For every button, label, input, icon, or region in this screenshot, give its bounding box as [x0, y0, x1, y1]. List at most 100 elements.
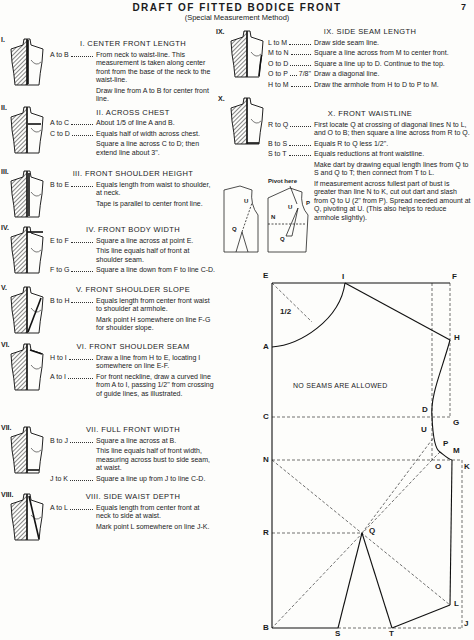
step-points: O to P [268, 70, 288, 79]
instruction-row: H to MDraw the armhole from H to D to P … [268, 81, 472, 90]
point-letter: U [288, 204, 292, 210]
instruction-note: Make dart by drawing equal length lines … [314, 161, 472, 178]
point-letter: E [263, 272, 268, 280]
instruction-note: This line equals half of front width, me… [96, 447, 216, 473]
point-letter: U [421, 426, 427, 434]
step-points: M to N [268, 49, 289, 58]
instruction-row: S to TEquals reductions at front waistli… [268, 150, 472, 159]
dot-leader [69, 359, 93, 360]
step-points: F to G [50, 266, 69, 275]
instruction-section: IV. FRONT BODY WIDTH E to F Square a line … [50, 226, 216, 277]
step-points: R to Q [268, 121, 288, 130]
section-heading: VIII. SIDE WAIST DEPTH [50, 493, 216, 502]
page-title: DRAFT OF FITTED BODICE FRONT [0, 2, 474, 13]
instruction-section: IX. SIDE SEAM LENGTHL to MDraw side seam… [268, 28, 472, 91]
point-letter: S [335, 630, 340, 638]
dot-leader [290, 75, 297, 76]
subtitle: (Special Measurement Method) [0, 14, 474, 22]
point-letter: C [263, 413, 269, 421]
dot-leader [70, 442, 93, 443]
point-letter: U [244, 198, 248, 204]
section-heading: I. CENTER FRONT LENGTH [50, 40, 216, 49]
instruction-note: This line equals half of front at should… [96, 247, 216, 264]
instruction-row: E to F Square a line across at point E. [50, 237, 216, 246]
instruction-section: X. FRONT WAISTLINER to QFirst locate Q a… [268, 110, 472, 224]
point-letter: Q [280, 236, 285, 242]
dot-leader [71, 124, 93, 125]
point-letter: Q [369, 527, 375, 535]
instruction-text: Square a line up to D. Continue to the t… [314, 60, 472, 69]
instruction-text: From neck to waist-line. This measuremen… [96, 51, 216, 85]
point-letter: D [422, 406, 428, 414]
instruction-text: Equals reductions at front waistline. [314, 150, 472, 159]
section-heading: II. ACROSS CHEST [50, 109, 216, 118]
dot-leader [71, 302, 93, 303]
instruction-row: F to G Square a line down from F to line … [50, 266, 216, 275]
instruction-row: B to SEquals R to Q less 1/2". [268, 140, 472, 149]
instruction-row: B to E Equals length from waist to should… [50, 181, 216, 198]
figure-number: V. [1, 284, 7, 291]
point-letter: F [452, 273, 457, 281]
dot-leader [289, 155, 311, 156]
dot-leader [71, 56, 93, 57]
instruction-row: A to LEquals length from center front at… [50, 504, 216, 521]
instruction-text: Square a line across at point E. [96, 237, 216, 246]
point-letter: R [263, 529, 269, 537]
point-letter: N [263, 456, 269, 464]
instruction-section: VIII. SIDE WAIST DEPTH A to LEquals lengt… [50, 493, 216, 533]
instruction-row: O to D Square a line up to D. Continue to… [268, 60, 472, 69]
step-points: E to F [50, 237, 69, 246]
section-heading: IV. FRONT BODY WIDTH [50, 226, 216, 235]
dot-leader [71, 271, 93, 272]
dot-leader [71, 242, 93, 243]
section-heading: X. FRONT WAISTLINE [268, 110, 472, 119]
instruction-section: III. FRONT SHOULDER HEIGHTB to EEquals l… [50, 170, 216, 210]
instruction-row: H to I Draw a line from H to E, locating … [50, 354, 216, 371]
instruction-section: VI. FRONT SHOULDER SEAMH to IDraw a line… [50, 343, 216, 400]
dot-leader [72, 135, 93, 136]
instruction-section: V. FRONT SHOULDER SLOPEB to HEquals leng… [50, 286, 216, 335]
instruction-text: For front neckline, draw a curved line f… [96, 373, 216, 399]
dot-leader [290, 126, 311, 127]
dot-leader [70, 480, 93, 481]
dot-leader [289, 44, 311, 45]
dot-leader [291, 54, 311, 55]
point-letter: H [454, 334, 460, 342]
point-letter: B [263, 624, 269, 632]
section-heading: IX. SIDE SEAM LENGTH [268, 28, 472, 37]
dot-leader [291, 86, 311, 87]
point-letter: P [443, 440, 448, 448]
instruction-row: J to KSquare a line up from J to line C-… [50, 475, 216, 484]
instruction-text: Draw a diagonal line. [314, 70, 472, 79]
figure-number: II. [1, 104, 7, 111]
point-letter: Q [232, 226, 237, 232]
instruction-note: Square a line across C to D; then extend… [96, 140, 216, 157]
instruction-text: Square a line down from F to line C-D. [96, 266, 216, 275]
point-letter: L [454, 600, 459, 608]
figure-number: IX. [216, 28, 225, 35]
section-heading: VII. FULL FRONT WIDTH [50, 426, 216, 435]
point-letter: T [389, 630, 394, 638]
instruction-note: Draw line from A to B for center front l… [96, 87, 216, 104]
step-points: H to I [50, 354, 67, 363]
instruction-text: Draw a line from H to E, locating I some… [96, 354, 216, 371]
figure-number: IV. [1, 224, 9, 231]
point-letter: A [263, 343, 269, 351]
instruction-section: II. ACROSS CHESTA to CAbout 1/5 of line … [50, 109, 216, 160]
step-points: O to D [268, 60, 288, 69]
instruction-section: VII. FULL FRONT WIDTHB to JSquare a line… [50, 426, 216, 485]
dot-leader [290, 65, 311, 66]
point-letter: P [306, 200, 310, 206]
step-points: B to E [50, 181, 69, 190]
figure-number: III. [1, 168, 9, 175]
step-points: B to S [268, 140, 287, 149]
instruction-row: A to IFor front neckline, draw a curved … [50, 373, 216, 399]
instruction-note: Mark point L somewhere on line J-K. [96, 523, 216, 532]
instruction-row: M to NSquare a line across from M to cen… [268, 49, 472, 58]
instruction-text: Equals half of width across chest. [96, 130, 216, 139]
instruction-text: Square a line across at B. [96, 437, 216, 446]
instruction-text: Equals length from waist to shoulder, at… [96, 181, 216, 198]
instruction-row: B to HEquals length from center front wa… [50, 297, 216, 314]
pivot-sketches [224, 186, 308, 252]
